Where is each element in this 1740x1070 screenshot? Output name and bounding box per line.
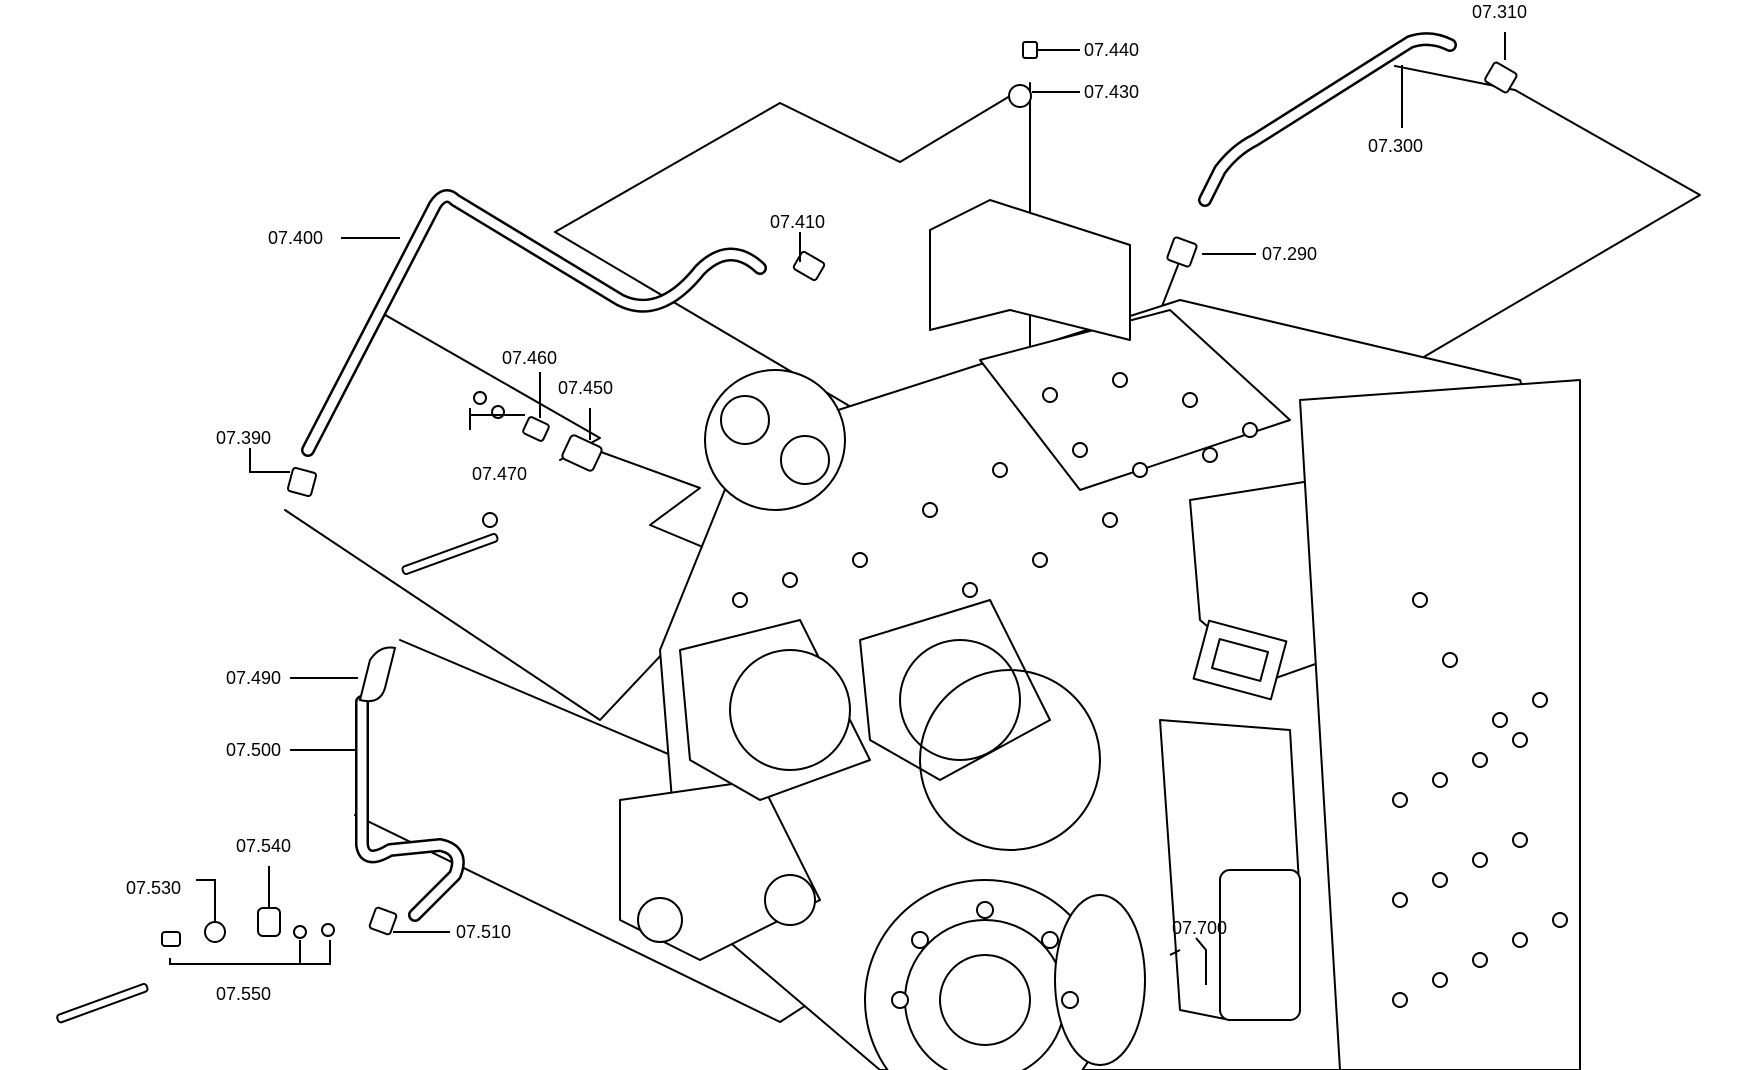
fittings — [56, 42, 1517, 1023]
callout-07-430: 07.430 — [1084, 82, 1139, 102]
part-07-540 — [258, 908, 280, 936]
leader-lines — [170, 32, 1505, 985]
callout-07-310: 07.310 — [1472, 2, 1527, 22]
fitting-07-430 — [1009, 85, 1031, 107]
callout-07-460: 07.460 — [502, 348, 557, 368]
callout-07-450: 07.450 — [558, 378, 613, 398]
filter-canister — [1220, 870, 1300, 1020]
fitting-07-390 — [287, 467, 316, 496]
fitting-07-440 — [1023, 42, 1037, 58]
housing-bolts — [733, 373, 1567, 1070]
fitting-07-410 — [793, 251, 826, 281]
callout-07-500: 07.500 — [226, 740, 281, 760]
fitting-07-510 — [369, 907, 397, 935]
fitting-07-310 — [1484, 61, 1518, 93]
callout-07-550: 07.550 — [216, 984, 271, 1004]
callout-07-530: 07.530 — [126, 878, 181, 898]
callout-07-400: 07.400 — [268, 228, 323, 248]
transmission-housing — [620, 200, 1580, 1070]
screw-07-550 — [162, 932, 180, 946]
callout-07-510: 07.510 — [456, 922, 511, 942]
clip-07-460 — [522, 416, 550, 442]
pump-flange-left — [705, 370, 845, 510]
callout-07-410: 07.410 — [770, 212, 825, 232]
bolt-07-450 — [402, 533, 499, 575]
pipes — [308, 39, 1450, 915]
callout-07-700: 07.700 — [1172, 918, 1227, 938]
washer-07-550a — [294, 926, 306, 938]
bracket-07-450 — [561, 434, 603, 472]
fitting-07-290 — [1167, 237, 1198, 268]
callout-07-440: 07.440 — [1084, 40, 1139, 60]
washer-07-450 — [483, 513, 497, 527]
elbow-07-490 — [360, 648, 395, 702]
washer-07-470b — [492, 406, 504, 418]
callout-07-390: 07.390 — [216, 428, 271, 448]
callout-labels: 07.440 07.430 07.310 07.300 07.290 07.40… — [126, 2, 1527, 1004]
gear-ring — [1055, 895, 1145, 1065]
callout-07-470: 07.470 — [472, 464, 527, 484]
right-flange-plate — [1300, 380, 1580, 1070]
part-07-530 — [205, 922, 225, 942]
bell-housing — [930, 200, 1130, 340]
callout-07-490: 07.490 — [226, 668, 281, 688]
callout-07-540: 07.540 — [236, 836, 291, 856]
callout-07-290: 07.290 — [1262, 244, 1317, 264]
washer-07-470a — [474, 392, 486, 404]
callout-07-300: 07.300 — [1368, 136, 1423, 156]
washer-07-550b — [322, 924, 334, 936]
pipe-07-300 — [1205, 39, 1450, 200]
bolt-07-550 — [56, 983, 148, 1023]
